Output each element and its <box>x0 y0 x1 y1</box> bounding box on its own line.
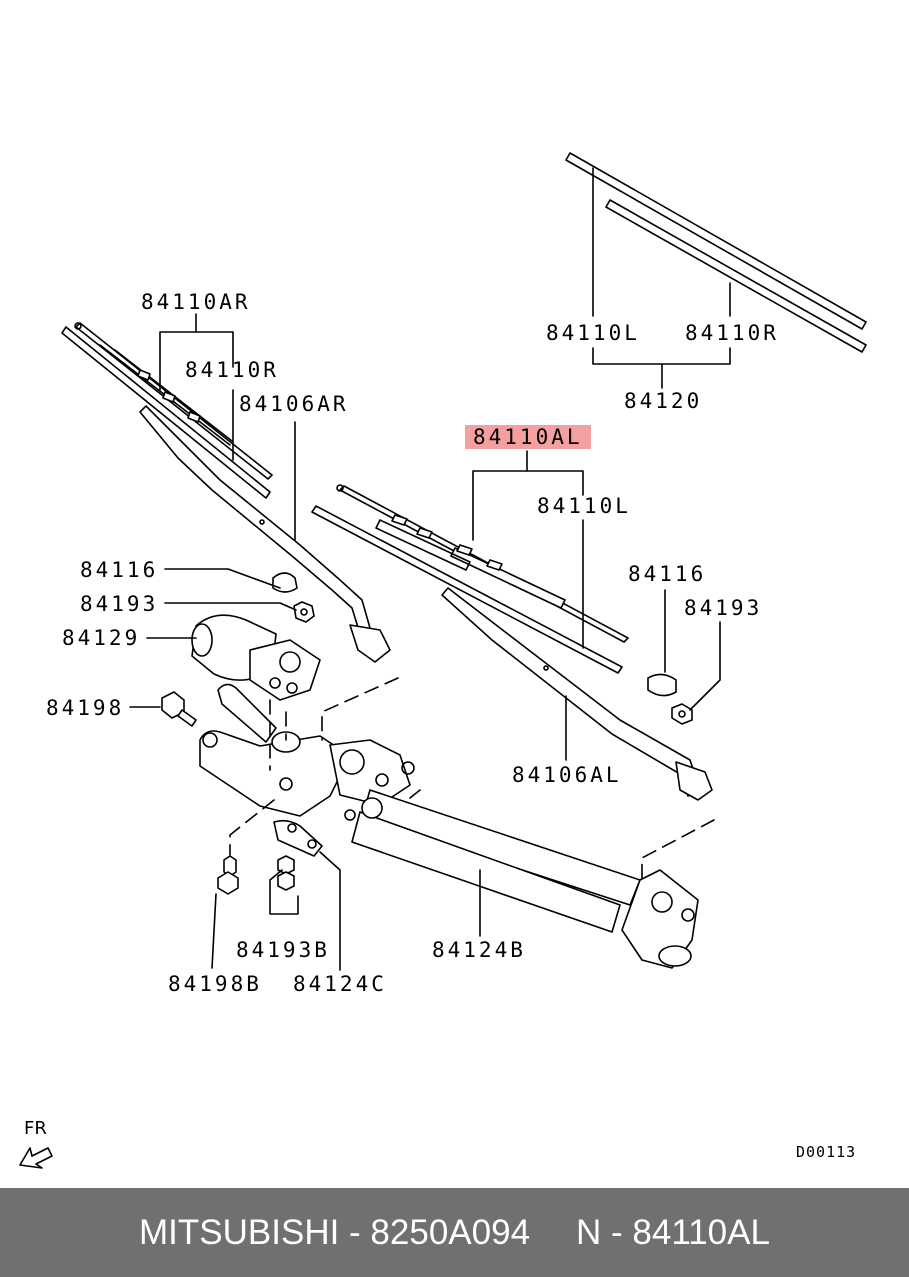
left-wiper-blade-drawing <box>62 314 272 498</box>
part-label-84110R-left: 84110R <box>185 358 279 382</box>
dashed-guide-lines <box>230 678 714 880</box>
linkage-frame-drawing <box>200 684 698 968</box>
part-label-84124B: 84124B <box>432 938 526 962</box>
caps-and-nuts-drawing <box>165 569 720 724</box>
part-label-84116-left: 84116 <box>80 558 159 582</box>
footer-bar: MITSUBISHI - 8250A094 N - 84110AL <box>0 1188 909 1277</box>
part-label-84110R-top: 84110R <box>685 321 779 345</box>
part-label-84110L-top: 84110L <box>546 321 640 345</box>
part-label-84106AL: 84106AL <box>512 763 622 787</box>
wiper-motor-drawing <box>147 615 320 700</box>
part-label-84110L-mid: 84110L <box>537 494 631 518</box>
part-label-84116-right: 84116 <box>628 562 707 586</box>
part-label-84120: 84120 <box>624 389 703 413</box>
front-direction-label: FR <box>24 1118 47 1139</box>
part-label-84193-left: 84193 <box>80 592 159 616</box>
footer-reference-number: N - 84110AL <box>576 1212 770 1252</box>
part-label-84110AL-highlighted: 84110AL <box>465 425 591 449</box>
part-label-84106AR: 84106AR <box>239 392 349 416</box>
left-wiper-arm-drawing <box>140 406 390 662</box>
right-wiper-blade-drawing <box>312 451 628 673</box>
footer-brand-part-number: MITSUBISHI - 8250A094 <box>139 1212 531 1252</box>
part-label-84124C: 84124C <box>293 972 387 996</box>
bottom-parts-drawing <box>212 821 480 970</box>
parts-diagram: 84110AR 84110R 84106AR 84110L 84110R 841… <box>0 0 909 1190</box>
part-label-84198B: 84198B <box>168 972 262 996</box>
part-label-84193-right: 84193 <box>684 596 763 620</box>
fr-direction-arrow-icon <box>20 1148 52 1168</box>
bolt-84198-drawing <box>130 692 196 726</box>
part-label-84193B: 84193B <box>236 938 330 962</box>
part-label-84129: 84129 <box>62 626 141 650</box>
wiper-assembly-drawing <box>0 0 909 1190</box>
diagram-code: D00113 <box>796 1143 857 1161</box>
part-label-84198: 84198 <box>46 696 125 720</box>
part-label-84110AR: 84110AR <box>141 290 251 314</box>
refill-strips-drawing <box>566 153 866 388</box>
right-wiper-arm-drawing <box>442 588 712 800</box>
